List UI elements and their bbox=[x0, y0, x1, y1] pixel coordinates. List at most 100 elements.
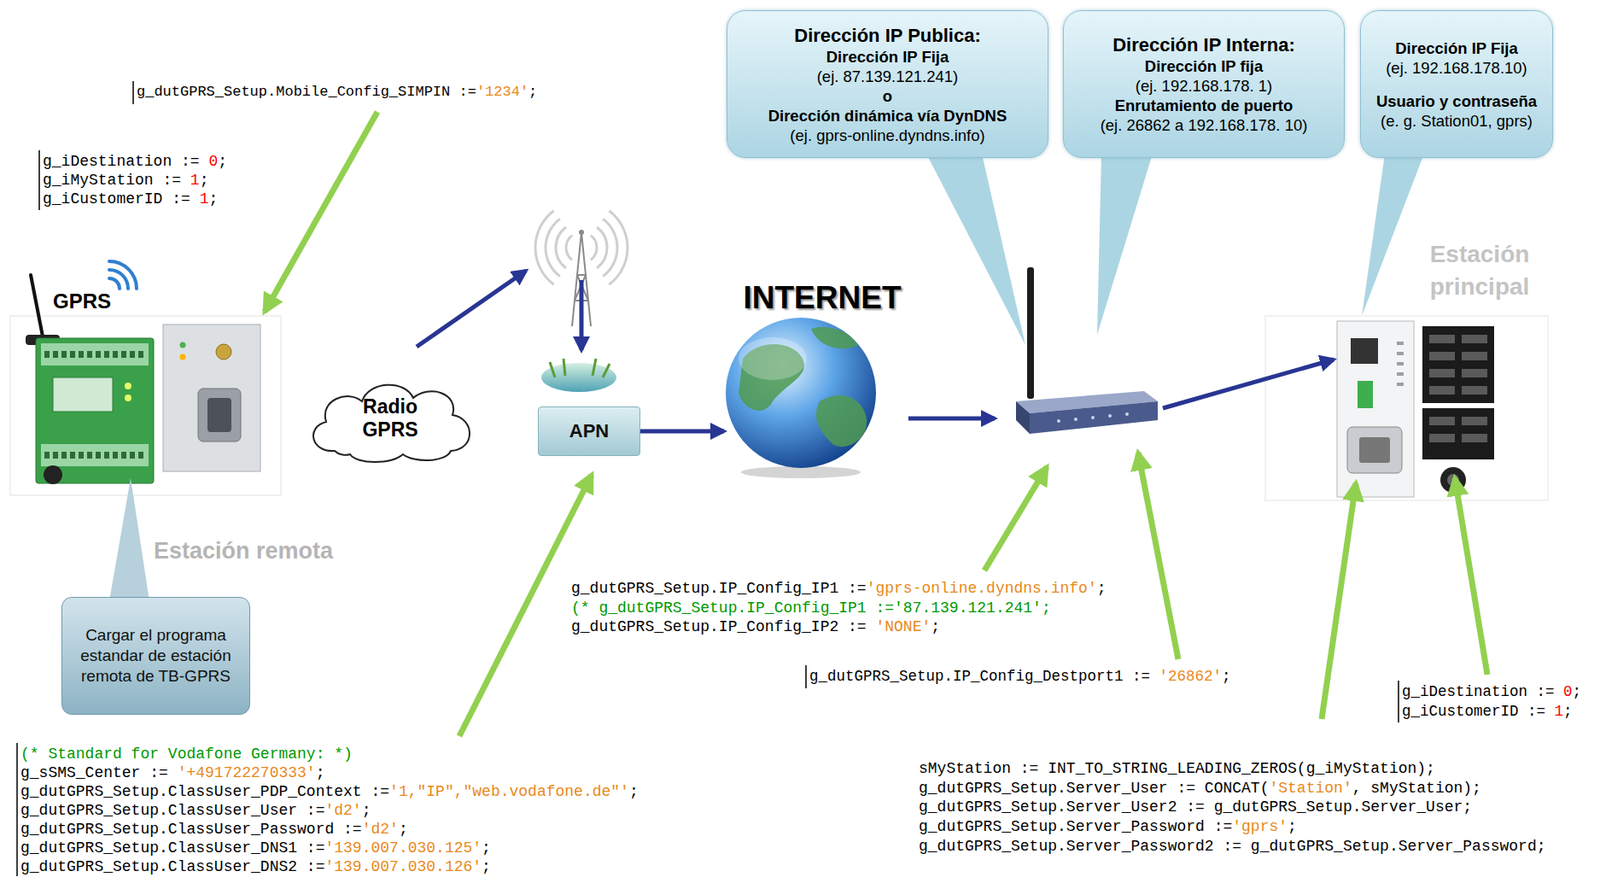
globe bbox=[738, 337, 807, 380]
bubble-text: Dirección IP Fija bbox=[826, 46, 950, 67]
main-station-picture bbox=[1429, 433, 1455, 443]
cursor-bar bbox=[1397, 680, 1400, 723]
cursor-bar bbox=[132, 81, 135, 105]
radio-tower bbox=[596, 227, 608, 269]
code-line: g_dutGPRS_Setup.Server_Password :='gprs'… bbox=[918, 817, 1297, 836]
remote-station-picture bbox=[207, 397, 232, 433]
code-token: ; bbox=[208, 190, 218, 208]
code-token: 1 bbox=[1554, 702, 1565, 720]
code-token: ; bbox=[930, 618, 941, 636]
code-token: 'NONE' bbox=[875, 618, 931, 636]
bubble-text: (ej. 192.168.178. 1) bbox=[1135, 75, 1273, 96]
remote-station-picture bbox=[109, 261, 137, 289]
cloud-outline bbox=[313, 385, 470, 462]
remote-station-picture bbox=[44, 350, 146, 358]
radio-tower bbox=[608, 210, 628, 285]
code-token: 1 bbox=[199, 190, 210, 208]
code-token: '139.007.030.125' bbox=[324, 839, 482, 857]
main-station-picture bbox=[1396, 341, 1404, 386]
code-token: ; bbox=[481, 858, 491, 876]
leader-arrow bbox=[264, 111, 1488, 736]
bubble-pointer bbox=[1097, 153, 1153, 335]
radio-tower bbox=[535, 210, 628, 392]
remote-station-picture bbox=[10, 315, 281, 496]
router bbox=[1016, 401, 1030, 434]
router bbox=[1125, 412, 1129, 416]
code-token: g_dutGPRS_Setup.ClassUser_Password := bbox=[20, 820, 363, 838]
main-station-picture bbox=[1429, 334, 1488, 395]
main-station-picture bbox=[1359, 437, 1390, 463]
code-token: ; bbox=[315, 764, 326, 782]
code-token: ; bbox=[217, 152, 228, 170]
globe bbox=[725, 317, 876, 479]
radio-tower bbox=[535, 210, 628, 285]
router bbox=[1074, 417, 1078, 421]
callout-pointer bbox=[109, 478, 150, 602]
bubble-heading: Usuario y contraseña bbox=[1376, 91, 1537, 111]
bubble-heading: Dirección IP Publica: bbox=[794, 23, 981, 47]
main-station-picture bbox=[1396, 362, 1404, 366]
code-token: g_dutGPRS_Setup.Mobile_Config_SIMPIN := bbox=[136, 83, 477, 100]
code-line: g_dutGPRS_Setup.ClassUser_DNS2 :='139.00… bbox=[20, 857, 491, 876]
code-comment: (* Standard for Vodafone Germany: *) bbox=[20, 745, 353, 763]
bubble-text: (ej. 26862 a 192.168.178. 10) bbox=[1100, 115, 1309, 135]
radio-tower bbox=[578, 229, 584, 235]
code-token: ; bbox=[1221, 667, 1232, 685]
code-line: g_dutGPRS_Setup.ClassUser_Password :='d2… bbox=[20, 819, 409, 839]
main-station-picture bbox=[1461, 334, 1488, 344]
device-label: GPRS bbox=[52, 289, 111, 314]
leader-arrow bbox=[1138, 452, 1179, 660]
code-line: g_dutGPRS_Setup.Server_User2 := g_dutGPR… bbox=[918, 797, 1472, 817]
remote-station-picture bbox=[30, 274, 43, 337]
speech-bubble: Dirección IP Interna:Dirección IP fija(e… bbox=[1062, 10, 1345, 158]
cloud-label: Radio GPRS bbox=[347, 395, 433, 442]
router bbox=[1016, 267, 1158, 434]
code-token: g_iCustomerID := bbox=[1401, 702, 1555, 720]
code-line: (* Standard for Vodafone Germany: *) bbox=[20, 744, 353, 764]
bubble-text: Dirección dinámica vía DynDNS bbox=[768, 105, 1008, 126]
code-line: g_iMyStation := 1; bbox=[42, 170, 209, 190]
box-label: APN bbox=[569, 420, 609, 443]
code-token: g_iMyStation := bbox=[42, 171, 191, 189]
code-token: , sMyStation); bbox=[1352, 779, 1482, 797]
bubble-text: (ej. 87.139.121.241) bbox=[817, 66, 959, 87]
remote-station-picture bbox=[124, 382, 132, 390]
main-station-picture bbox=[1396, 372, 1404, 376]
code-token: ; bbox=[1572, 683, 1583, 701]
main-station-picture bbox=[1429, 385, 1455, 395]
code-comment: (* g_dutGPRS_Setup.IP_Config_IP1 :='87.1… bbox=[571, 599, 1052, 617]
flow-arrow bbox=[1162, 359, 1334, 409]
bubble-text: o bbox=[882, 86, 893, 106]
code-line: g_iDestination := 0; bbox=[42, 151, 228, 171]
remote-station-picture bbox=[40, 443, 149, 467]
remote-station-picture bbox=[109, 269, 129, 289]
code-token: ; bbox=[481, 839, 491, 857]
code-line: g_dutGPRS_Setup.IP_Config_IP1 :='gprs-on… bbox=[571, 578, 1107, 598]
globe bbox=[725, 317, 876, 468]
code-line: g_dutGPRS_Setup.Server_User := CONCAT('S… bbox=[918, 778, 1482, 798]
cursor-bar bbox=[805, 665, 807, 689]
code-line: g_dutGPRS_Setup.Mobile_Config_SIMPIN :='… bbox=[136, 82, 538, 102]
globe-title: INTERNET bbox=[743, 280, 902, 316]
remote-station-picture bbox=[44, 451, 146, 459]
code-token: g_iDestination := bbox=[42, 152, 209, 170]
main-station-picture bbox=[1429, 334, 1455, 344]
main-station-picture bbox=[1461, 368, 1488, 378]
code-token: g_iDestination := bbox=[1401, 683, 1564, 701]
radio-tower bbox=[545, 218, 561, 276]
internet-globe: INTERNET bbox=[724, 280, 921, 473]
code-line: sMyStation := INT_TO_STRING_LEADING_ZERO… bbox=[918, 759, 1436, 778]
bubble-pointer bbox=[1361, 153, 1425, 316]
code-token: 'd2' bbox=[362, 820, 399, 838]
code-line: g_sSMS_Center := '+491722270333'; bbox=[20, 763, 325, 783]
code-token: '26862' bbox=[1159, 667, 1223, 685]
main-station-picture bbox=[1429, 416, 1455, 426]
main-station-picture bbox=[1422, 326, 1495, 403]
code-line: g_dutGPRS_Setup.ClassUser_User :='d2'; bbox=[20, 800, 372, 820]
bubble-text: (ej. gprs-online.dyndns.info) bbox=[789, 125, 985, 146]
main-station-picture bbox=[1396, 351, 1404, 356]
code-token: '1,"IP","web.vodafone.de"' bbox=[389, 782, 630, 800]
code-token: g_iCustomerID := bbox=[42, 190, 200, 208]
bubble-pointer bbox=[926, 153, 1425, 345]
remote-station-picture bbox=[35, 338, 154, 484]
